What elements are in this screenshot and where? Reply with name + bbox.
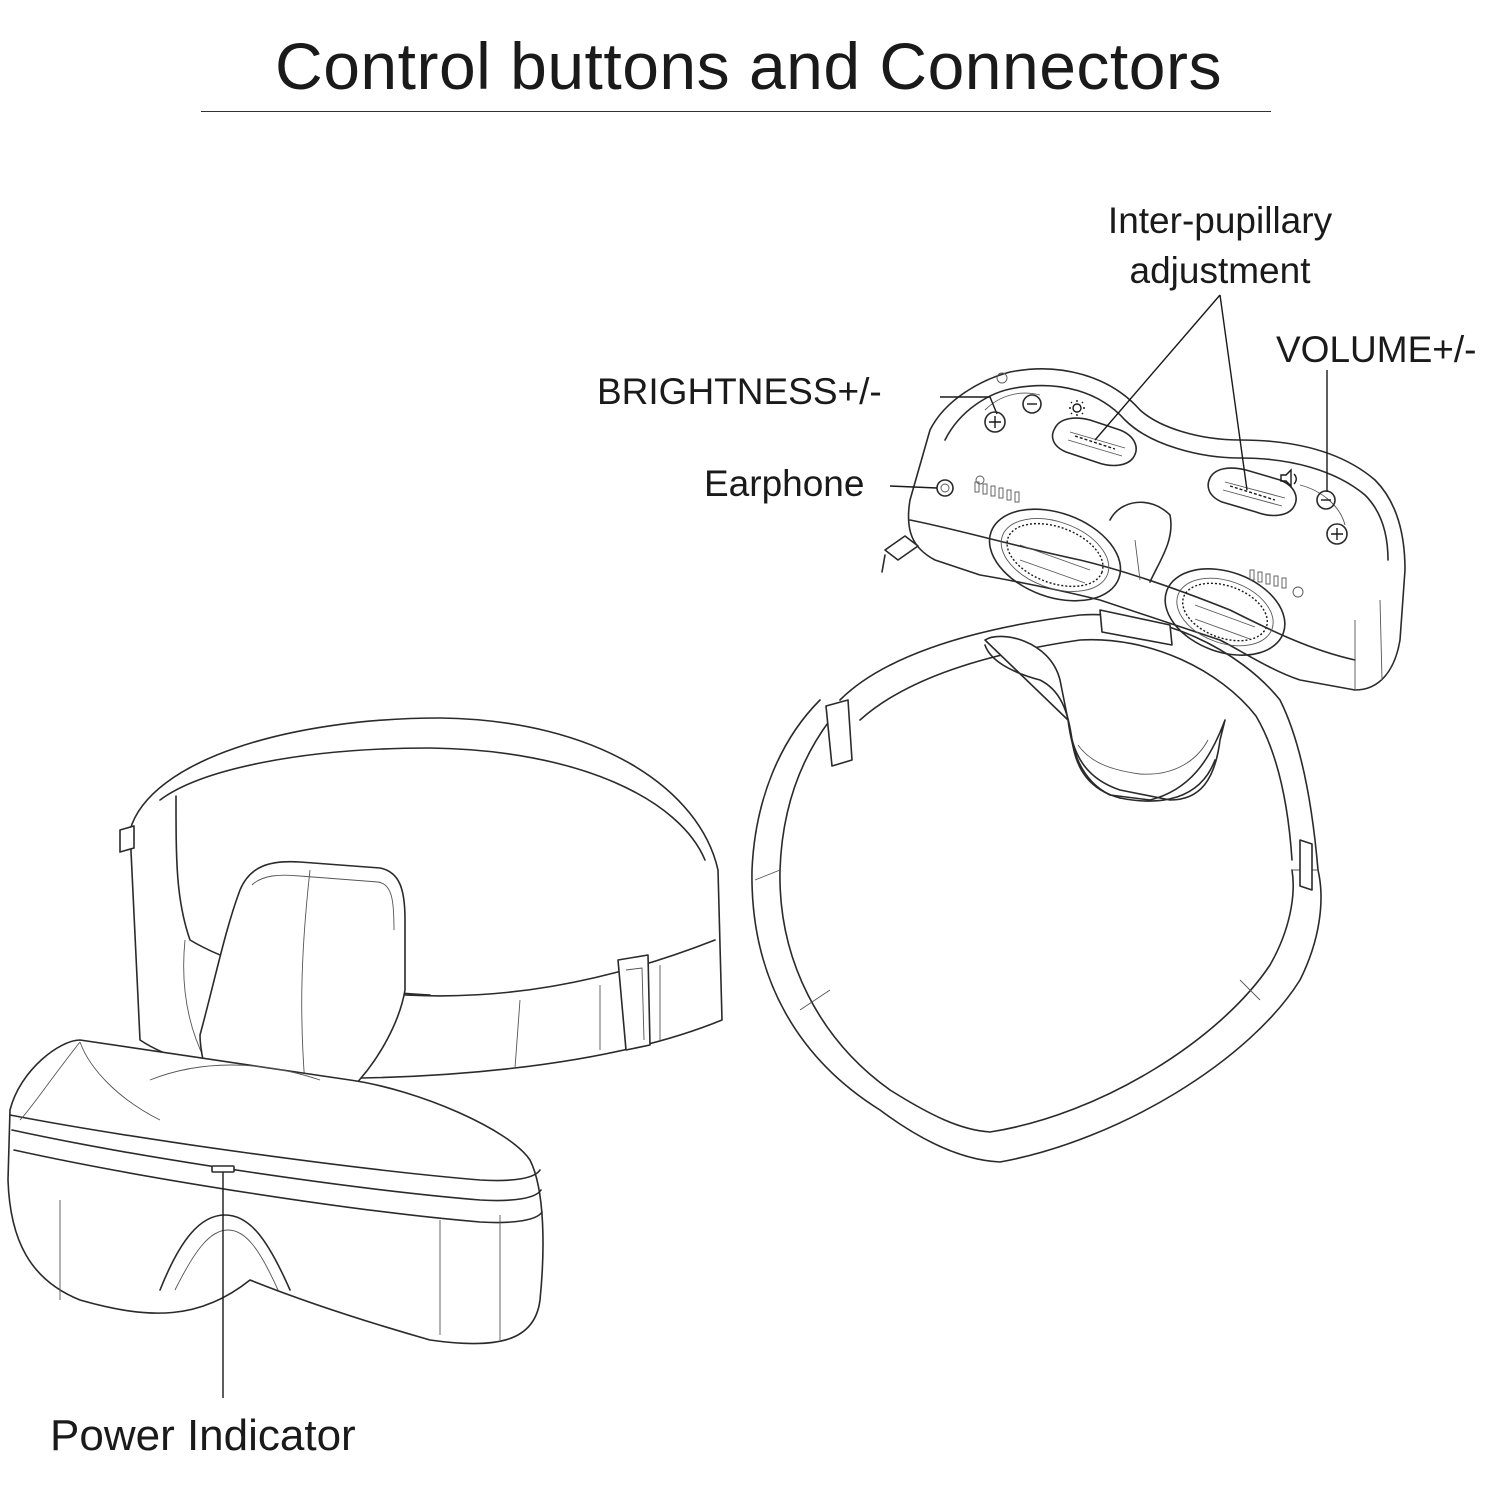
right-headband bbox=[751, 613, 1322, 1163]
right-lens bbox=[1164, 568, 1286, 656]
vent-left bbox=[974, 481, 1020, 503]
callout-brightness: BRIGHTNESS+/- bbox=[597, 371, 882, 412]
callout-leaders bbox=[222, 294, 1328, 1398]
left-lens bbox=[988, 508, 1122, 602]
left-headband bbox=[119, 717, 723, 1113]
speaker-icon bbox=[1280, 468, 1297, 488]
title-divider bbox=[201, 111, 1271, 112]
brightness-controls bbox=[984, 392, 1085, 433]
vent-right bbox=[1249, 569, 1287, 589]
callout-inter-pupillary-adjustment: Inter-pupillary adjustment bbox=[1040, 196, 1400, 296]
left-headset bbox=[7, 717, 723, 1345]
right-headset bbox=[751, 368, 1406, 1163]
left-goggle-body bbox=[7, 1039, 544, 1345]
ipd-slider-right bbox=[1207, 467, 1297, 517]
volume-controls bbox=[1280, 468, 1348, 545]
page-title: Control buttons and Connectors bbox=[275, 29, 1222, 103]
callout-power-indicator: Power Indicator bbox=[50, 1411, 356, 1460]
callout-volume: VOLUME+/- bbox=[1276, 329, 1477, 370]
sun-icon bbox=[1069, 400, 1085, 416]
callout-ipd-line1: Inter-pupillary bbox=[1107, 200, 1333, 241]
ipd-slider-left bbox=[1051, 417, 1137, 467]
callout-earphone: Earphone bbox=[704, 463, 865, 504]
callout-ipd-line2: adjustment bbox=[1129, 250, 1311, 291]
right-goggle-body bbox=[881, 368, 1406, 691]
